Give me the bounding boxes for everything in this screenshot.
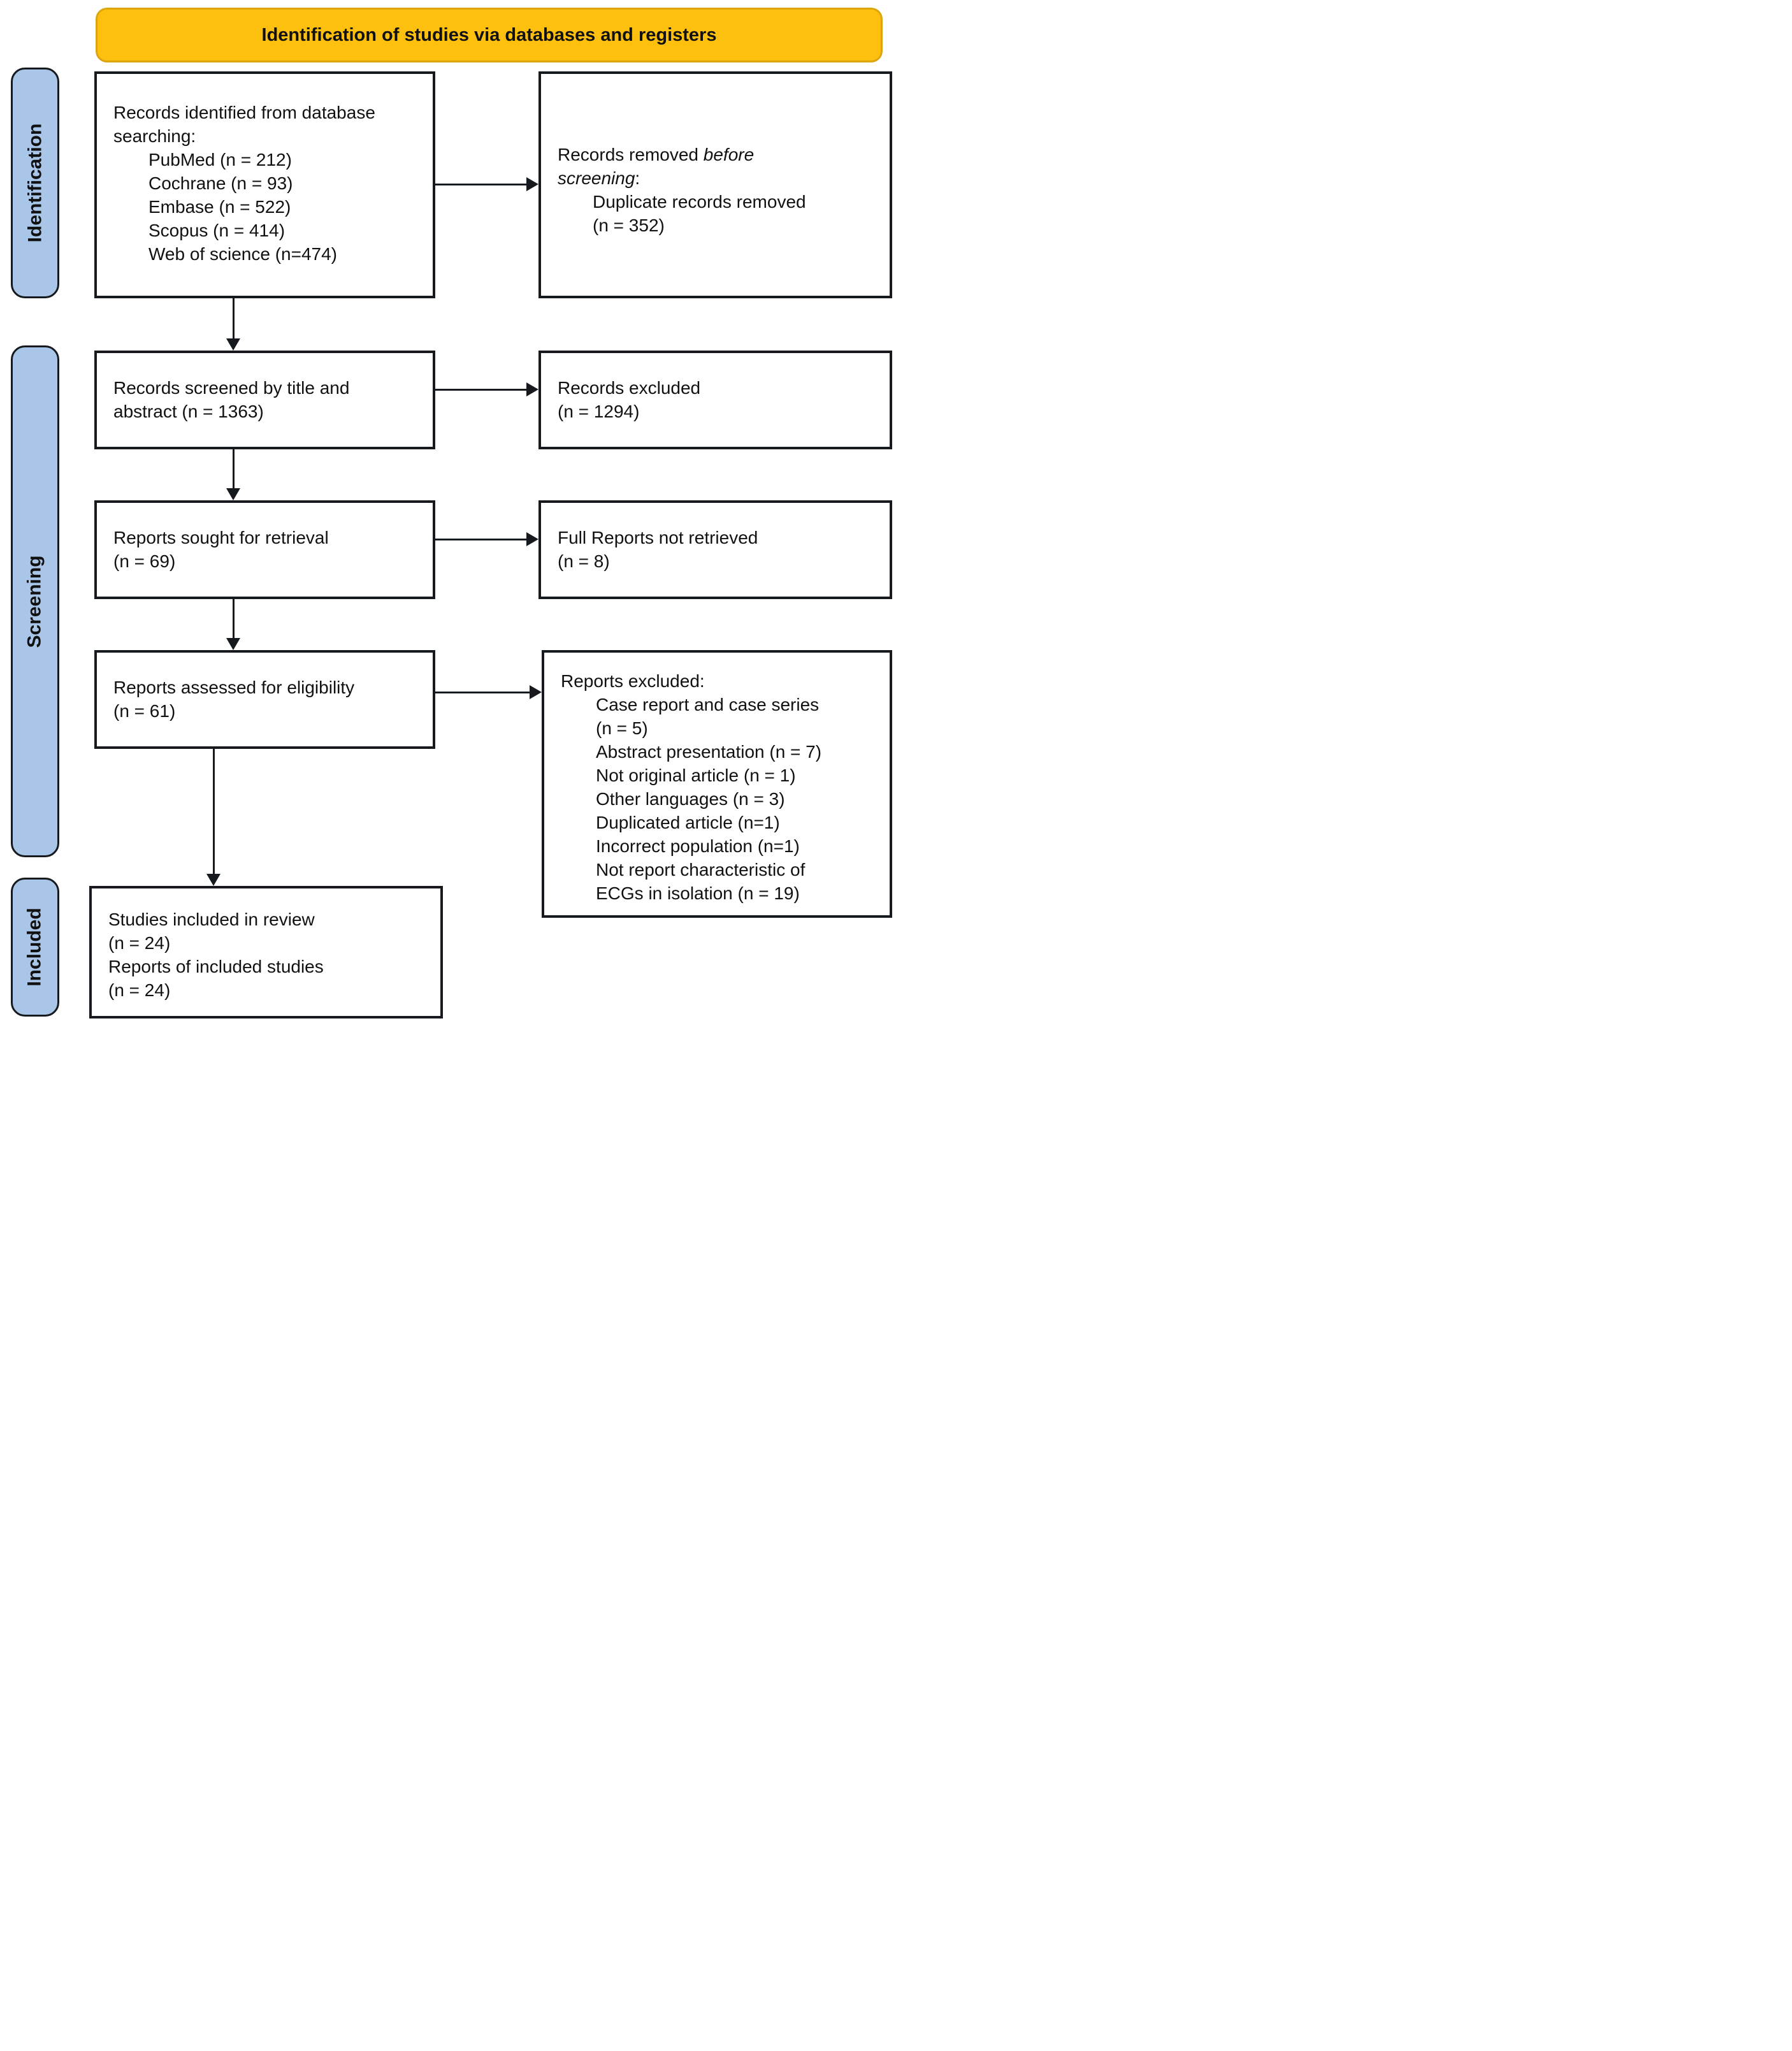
arrow-line	[233, 449, 235, 490]
stage-identification: Identification	[11, 68, 59, 298]
stage-included-label: Included	[24, 908, 45, 987]
prisma-flow-diagram: Identification of studies via databases …	[0, 0, 896, 1026]
excluded-reason: Not original article (n = 1)	[596, 765, 796, 785]
box-reports-sought: Reports sought for retrieval (n = 69)	[94, 500, 435, 599]
box-reports-assessed: Reports assessed for eligibility (n = 61…	[94, 650, 435, 749]
arrow-line	[435, 184, 527, 185]
box-reports-not-retrieved: Full Reports not retrieved (n = 8)	[538, 500, 892, 599]
box-records-screened-line: Records screened by title and	[113, 378, 350, 398]
duplicates-removed-count: (n = 352)	[593, 215, 665, 235]
excluded-reason: Incorrect population (n=1)	[596, 836, 800, 856]
title-banner: Identification of studies via databases …	[96, 8, 883, 62]
box-studies-included-line: Studies included in review	[108, 910, 315, 929]
excluded-reason: Case report and case series	[596, 695, 820, 714]
diagram-title: Identification of studies via databases …	[261, 24, 717, 45]
arrowhead-down-icon	[226, 488, 240, 500]
box-records-identified-line: searching:	[113, 126, 196, 146]
arrowhead-down-icon	[226, 338, 240, 351]
arrow-line	[213, 749, 215, 876]
excluded-reason: Other languages (n = 3)	[596, 789, 785, 809]
database-item-cochrane: Cochrane (n = 93)	[148, 173, 293, 193]
arrowhead-down-icon	[226, 638, 240, 650]
box-reports-assessed-line: (n = 61)	[113, 701, 176, 721]
box-reports-not-retrieved-line: Full Reports not retrieved	[558, 528, 758, 547]
box-records-removed-line: screening:	[558, 168, 640, 188]
database-item-pubmed: PubMed (n = 212)	[148, 150, 292, 170]
box-records-identified: Records identified from database searchi…	[94, 71, 435, 298]
box-reports-not-retrieved-line: (n = 8)	[558, 551, 610, 571]
excluded-reason: Not report characteristic of	[596, 860, 806, 880]
stage-screening: Screening	[11, 345, 59, 857]
box-studies-included-line: Reports of included studies	[108, 957, 324, 976]
excluded-reason: Abstract presentation (n = 7)	[596, 742, 822, 762]
box-records-removed: Records removed before screening: Duplic…	[538, 71, 892, 298]
arrow-line	[233, 298, 235, 340]
box-records-excluded: Records excluded (n = 1294)	[538, 351, 892, 449]
stage-identification-label: Identification	[24, 123, 46, 243]
arrowhead-down-icon	[206, 874, 220, 886]
box-studies-included-line: (n = 24)	[108, 933, 171, 953]
arrowhead-right-icon	[526, 177, 538, 191]
arrowhead-right-icon	[530, 685, 542, 699]
database-item-embase: Embase (n = 522)	[148, 197, 291, 217]
arrow-line	[435, 692, 530, 693]
box-reports-sought-line: (n = 69)	[113, 551, 176, 571]
box-reports-excluded: Reports excluded: Case report and case s…	[542, 650, 892, 918]
excluded-reason: ECGs in isolation (n = 19)	[596, 883, 800, 903]
box-records-excluded-line: Records excluded	[558, 378, 701, 398]
excluded-reason: (n = 5)	[596, 718, 648, 738]
box-studies-included-line: (n = 24)	[108, 980, 171, 1000]
box-reports-excluded-header: Reports excluded:	[561, 671, 705, 691]
stage-screening-label: Screening	[24, 554, 45, 648]
arrow-line	[233, 599, 235, 640]
duplicates-removed-line: Duplicate records removed	[593, 192, 806, 212]
excluded-reason: Duplicated article (n=1)	[596, 813, 780, 832]
database-item-scopus: Scopus (n = 414)	[148, 221, 285, 240]
box-records-screened: Records screened by title and abstract (…	[94, 351, 435, 449]
arrow-line	[435, 539, 527, 540]
stage-included: Included	[11, 878, 59, 1017]
box-records-removed-line: Records removed before	[558, 145, 755, 164]
arrow-line	[435, 389, 527, 391]
box-reports-assessed-line: Reports assessed for eligibility	[113, 678, 355, 697]
arrowhead-right-icon	[526, 382, 538, 396]
box-reports-sought-line: Reports sought for retrieval	[113, 528, 329, 547]
database-item-web-of-science: Web of science (n=474)	[148, 244, 337, 264]
arrowhead-right-icon	[526, 532, 538, 546]
box-studies-included: Studies included in review (n = 24) Repo…	[89, 886, 443, 1018]
box-records-excluded-line: (n = 1294)	[558, 402, 640, 421]
box-records-identified-line: Records identified from database	[113, 103, 375, 122]
box-records-screened-line: abstract (n = 1363)	[113, 402, 264, 421]
